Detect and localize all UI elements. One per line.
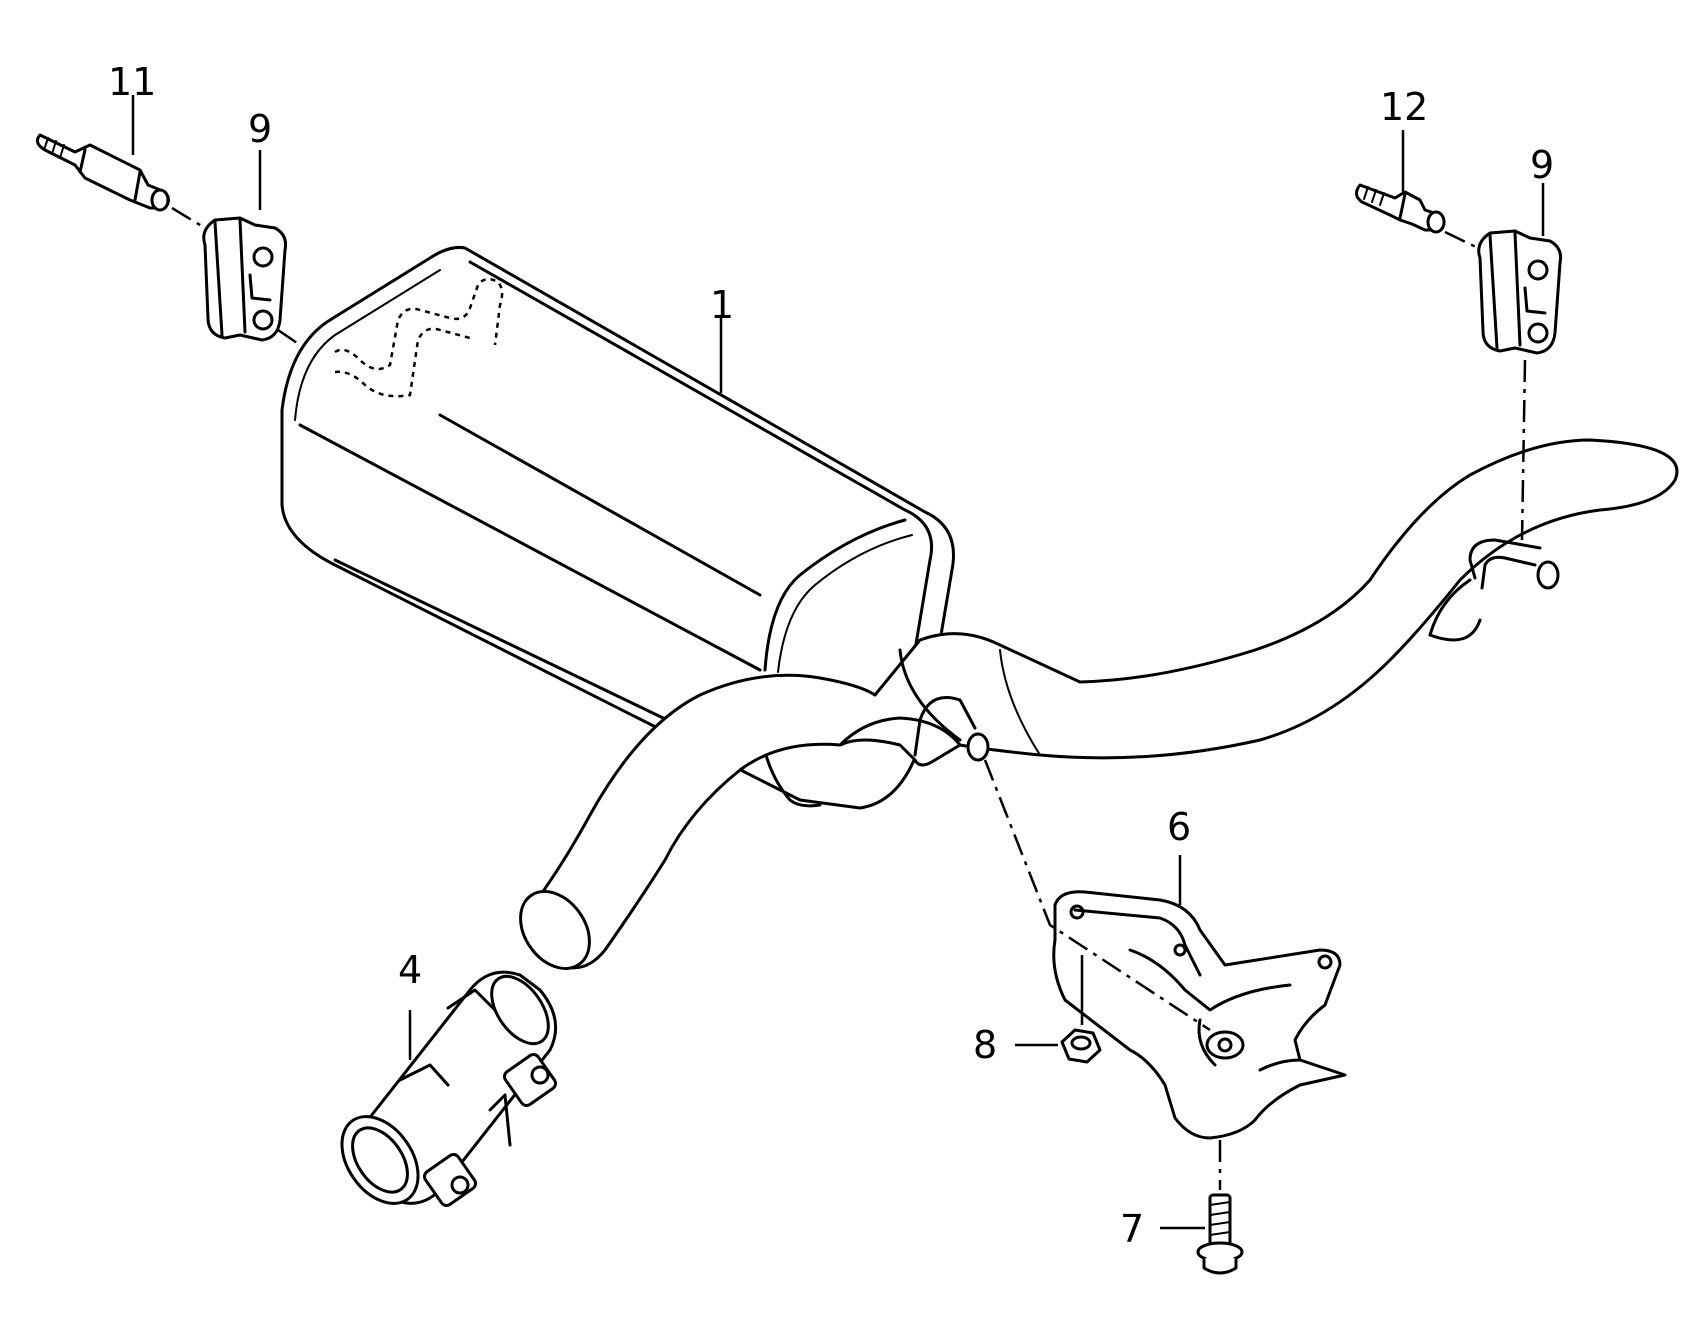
leader-lines xyxy=(131,95,1545,1230)
callout-12: 12 xyxy=(1380,85,1428,129)
callout-8: 8 xyxy=(973,1023,997,1067)
callouts: 1 4 6 7 8 9 9 11 12 xyxy=(108,60,1554,1251)
rubber-mount-left xyxy=(202,216,287,342)
nut xyxy=(1060,1028,1102,1064)
callout-7: 7 xyxy=(1120,1207,1144,1251)
rubber-mount-right xyxy=(1477,229,1562,355)
rear-silencer xyxy=(280,246,1679,970)
assembly-lines xyxy=(171,206,1527,1190)
clamp xyxy=(340,970,558,1207)
callout-4: 4 xyxy=(398,948,422,992)
callout-9-left: 9 xyxy=(248,107,272,151)
bolt xyxy=(1196,1193,1244,1275)
callout-6: 6 xyxy=(1167,805,1191,849)
stud-left xyxy=(35,133,170,212)
callout-11: 11 xyxy=(108,60,156,104)
mounting-bracket xyxy=(1052,890,1347,1140)
callout-9-right: 9 xyxy=(1530,143,1554,187)
stud-right xyxy=(1355,183,1446,234)
callout-1: 1 xyxy=(710,283,734,327)
